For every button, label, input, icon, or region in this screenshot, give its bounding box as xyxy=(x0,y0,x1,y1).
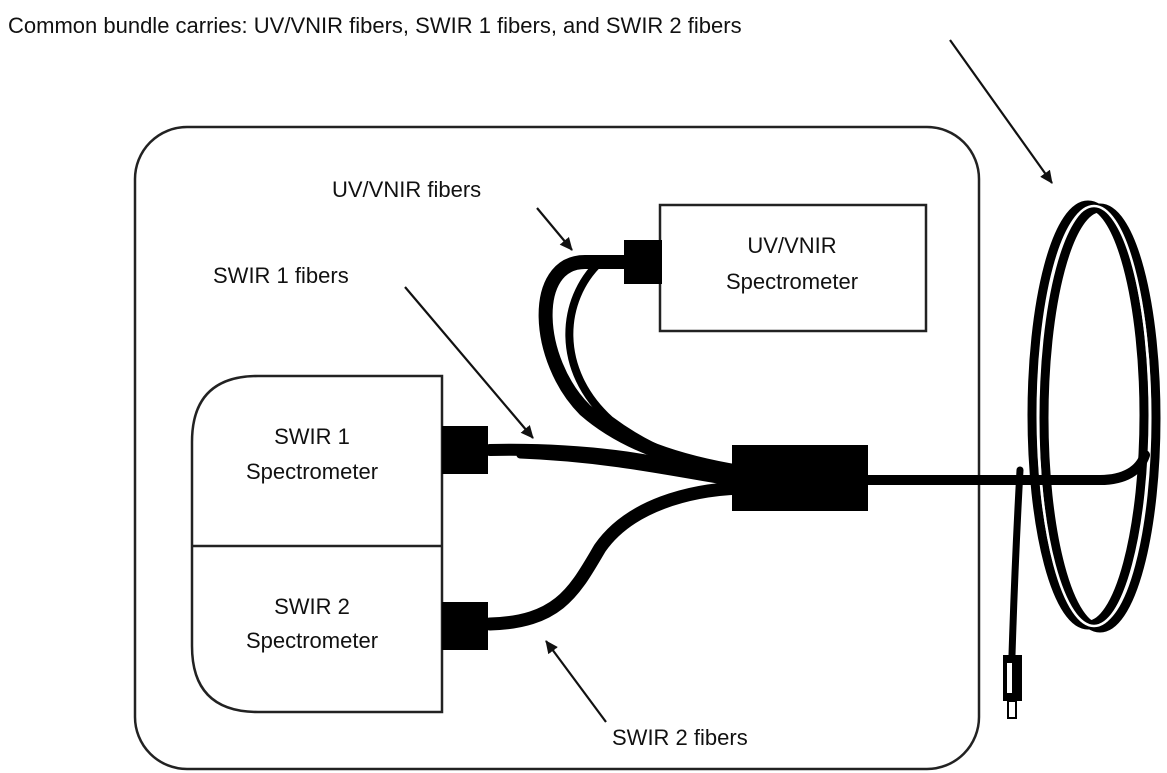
fiber-cables xyxy=(483,255,1150,631)
swir1-spectrometer-line2: Spectrometer xyxy=(246,459,378,484)
swir2-spectrometer-line1: SWIR 2 xyxy=(274,594,350,619)
common-bundle-arrow xyxy=(949,39,1053,184)
swir2-fibers-label: SWIR 2 fibers xyxy=(612,725,748,750)
bundle-junction xyxy=(732,445,868,511)
instrument-housing xyxy=(133,125,981,771)
uv-vnir-fibers-arrow xyxy=(536,207,573,251)
common-bundle-label: Common bundle carries: UV/VNIR fibers, S… xyxy=(8,13,742,38)
uv-vnir-spectrometer-line2: Spectrometer xyxy=(726,269,858,294)
swir2-connector xyxy=(442,602,488,650)
swir1-fibers-arrow xyxy=(404,286,534,439)
uv-vnir-connector xyxy=(624,240,662,284)
swir1-spectrometer-line1: SWIR 1 xyxy=(274,424,350,449)
uv-vnir-spectrometer-box xyxy=(658,203,928,333)
swir2-spectrometer-line2: Spectrometer xyxy=(246,628,378,653)
swir1-connector xyxy=(442,426,488,474)
coiled-fiber-bundle xyxy=(1008,200,1161,659)
swir2-fibers-arrow xyxy=(545,640,607,723)
uv-vnir-spectrometer-line1: UV/VNIR xyxy=(747,233,836,258)
swir-spectrometer-block xyxy=(190,374,444,714)
uv-vnir-fibers-label: UV/VNIR fibers xyxy=(332,177,481,202)
fiber-plug xyxy=(1003,655,1022,719)
swir1-fibers-label: SWIR 1 fibers xyxy=(213,263,349,288)
